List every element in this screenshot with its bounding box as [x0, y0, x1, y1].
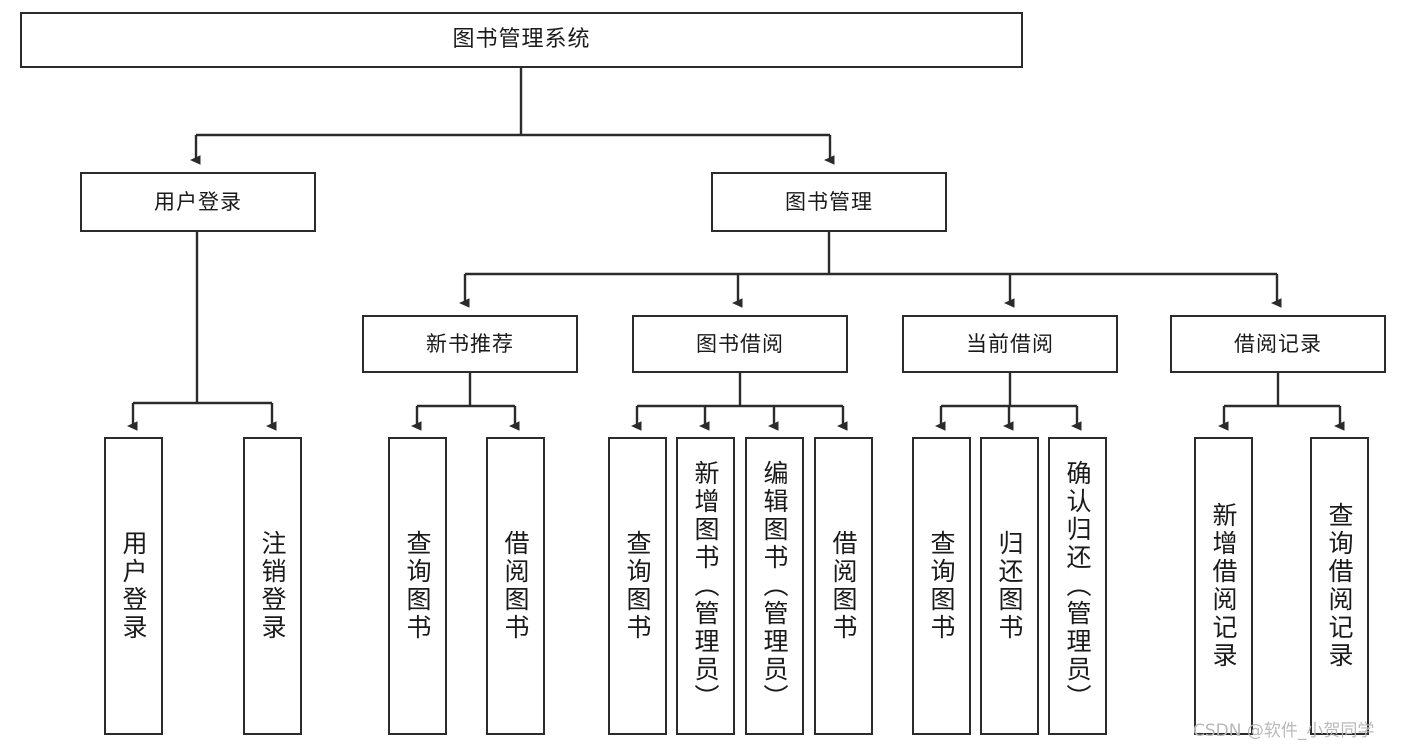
node-leaf-return-book[interactable]: 归还图书 — [980, 437, 1039, 735]
node-leaf-query-book-2-label: 查询图书 — [623, 530, 652, 642]
node-current-borrow[interactable]: 当前借阅 — [902, 315, 1118, 373]
node-leaf-add-record-label: 新增借阅记录 — [1209, 502, 1238, 670]
node-leaf-borrow-book-1-label: 借阅图书 — [501, 530, 530, 642]
node-leaf-confirm-return-label: 确认归还（管理员） — [1063, 460, 1092, 712]
node-leaf-user-logout-label: 注销登录 — [258, 530, 287, 642]
node-leaf-query-record-label: 查询借阅记录 — [1325, 502, 1354, 670]
node-leaf-add-book-label: 新增图书（管理员） — [691, 460, 720, 712]
node-user-login[interactable]: 用户登录 — [80, 172, 316, 232]
node-leaf-edit-book-label: 编辑图书（管理员） — [760, 460, 789, 712]
node-leaf-borrow-book-2-label: 借阅图书 — [829, 530, 858, 642]
node-leaf-borrow-book-1[interactable]: 借阅图书 — [486, 437, 545, 735]
node-leaf-user-login-label: 用户登录 — [119, 530, 148, 642]
node-borrow-record-label: 借阅记录 — [1234, 331, 1322, 356]
node-leaf-return-book-label: 归还图书 — [995, 530, 1024, 642]
node-leaf-query-book-1[interactable]: 查询图书 — [388, 437, 447, 735]
node-book-borrow-label: 图书借阅 — [696, 331, 784, 356]
csdn-watermark: CSDN @软件_小贺同学 — [1193, 721, 1375, 741]
node-leaf-confirm-return[interactable]: 确认归还（管理员） — [1048, 437, 1107, 735]
node-book-borrow[interactable]: 图书借阅 — [632, 315, 848, 373]
node-leaf-add-record[interactable]: 新增借阅记录 — [1194, 437, 1253, 735]
node-leaf-user-login[interactable]: 用户登录 — [104, 437, 163, 735]
node-leaf-query-book-3[interactable]: 查询图书 — [912, 437, 971, 735]
node-borrow-record[interactable]: 借阅记录 — [1170, 315, 1386, 373]
node-new-book-recommend[interactable]: 新书推荐 — [362, 315, 578, 373]
node-root-label: 图书管理系统 — [452, 27, 591, 53]
node-root[interactable]: 图书管理系统 — [20, 12, 1023, 68]
node-user-login-label: 用户登录 — [154, 189, 242, 214]
node-leaf-add-book[interactable]: 新增图书（管理员） — [676, 437, 735, 735]
node-leaf-query-book-3-label: 查询图书 — [927, 530, 956, 642]
node-new-book-recommend-label: 新书推荐 — [426, 331, 514, 356]
node-current-borrow-label: 当前借阅 — [966, 331, 1054, 356]
node-leaf-borrow-book-2[interactable]: 借阅图书 — [814, 437, 873, 735]
node-leaf-edit-book[interactable]: 编辑图书（管理员） — [745, 437, 804, 735]
node-book-management[interactable]: 图书管理 — [711, 172, 947, 232]
node-book-management-label: 图书管理 — [785, 189, 873, 214]
node-leaf-query-book-2[interactable]: 查询图书 — [608, 437, 667, 735]
node-leaf-query-book-1-label: 查询图书 — [403, 530, 432, 642]
node-leaf-query-record[interactable]: 查询借阅记录 — [1310, 437, 1369, 735]
node-leaf-user-logout[interactable]: 注销登录 — [243, 437, 302, 735]
